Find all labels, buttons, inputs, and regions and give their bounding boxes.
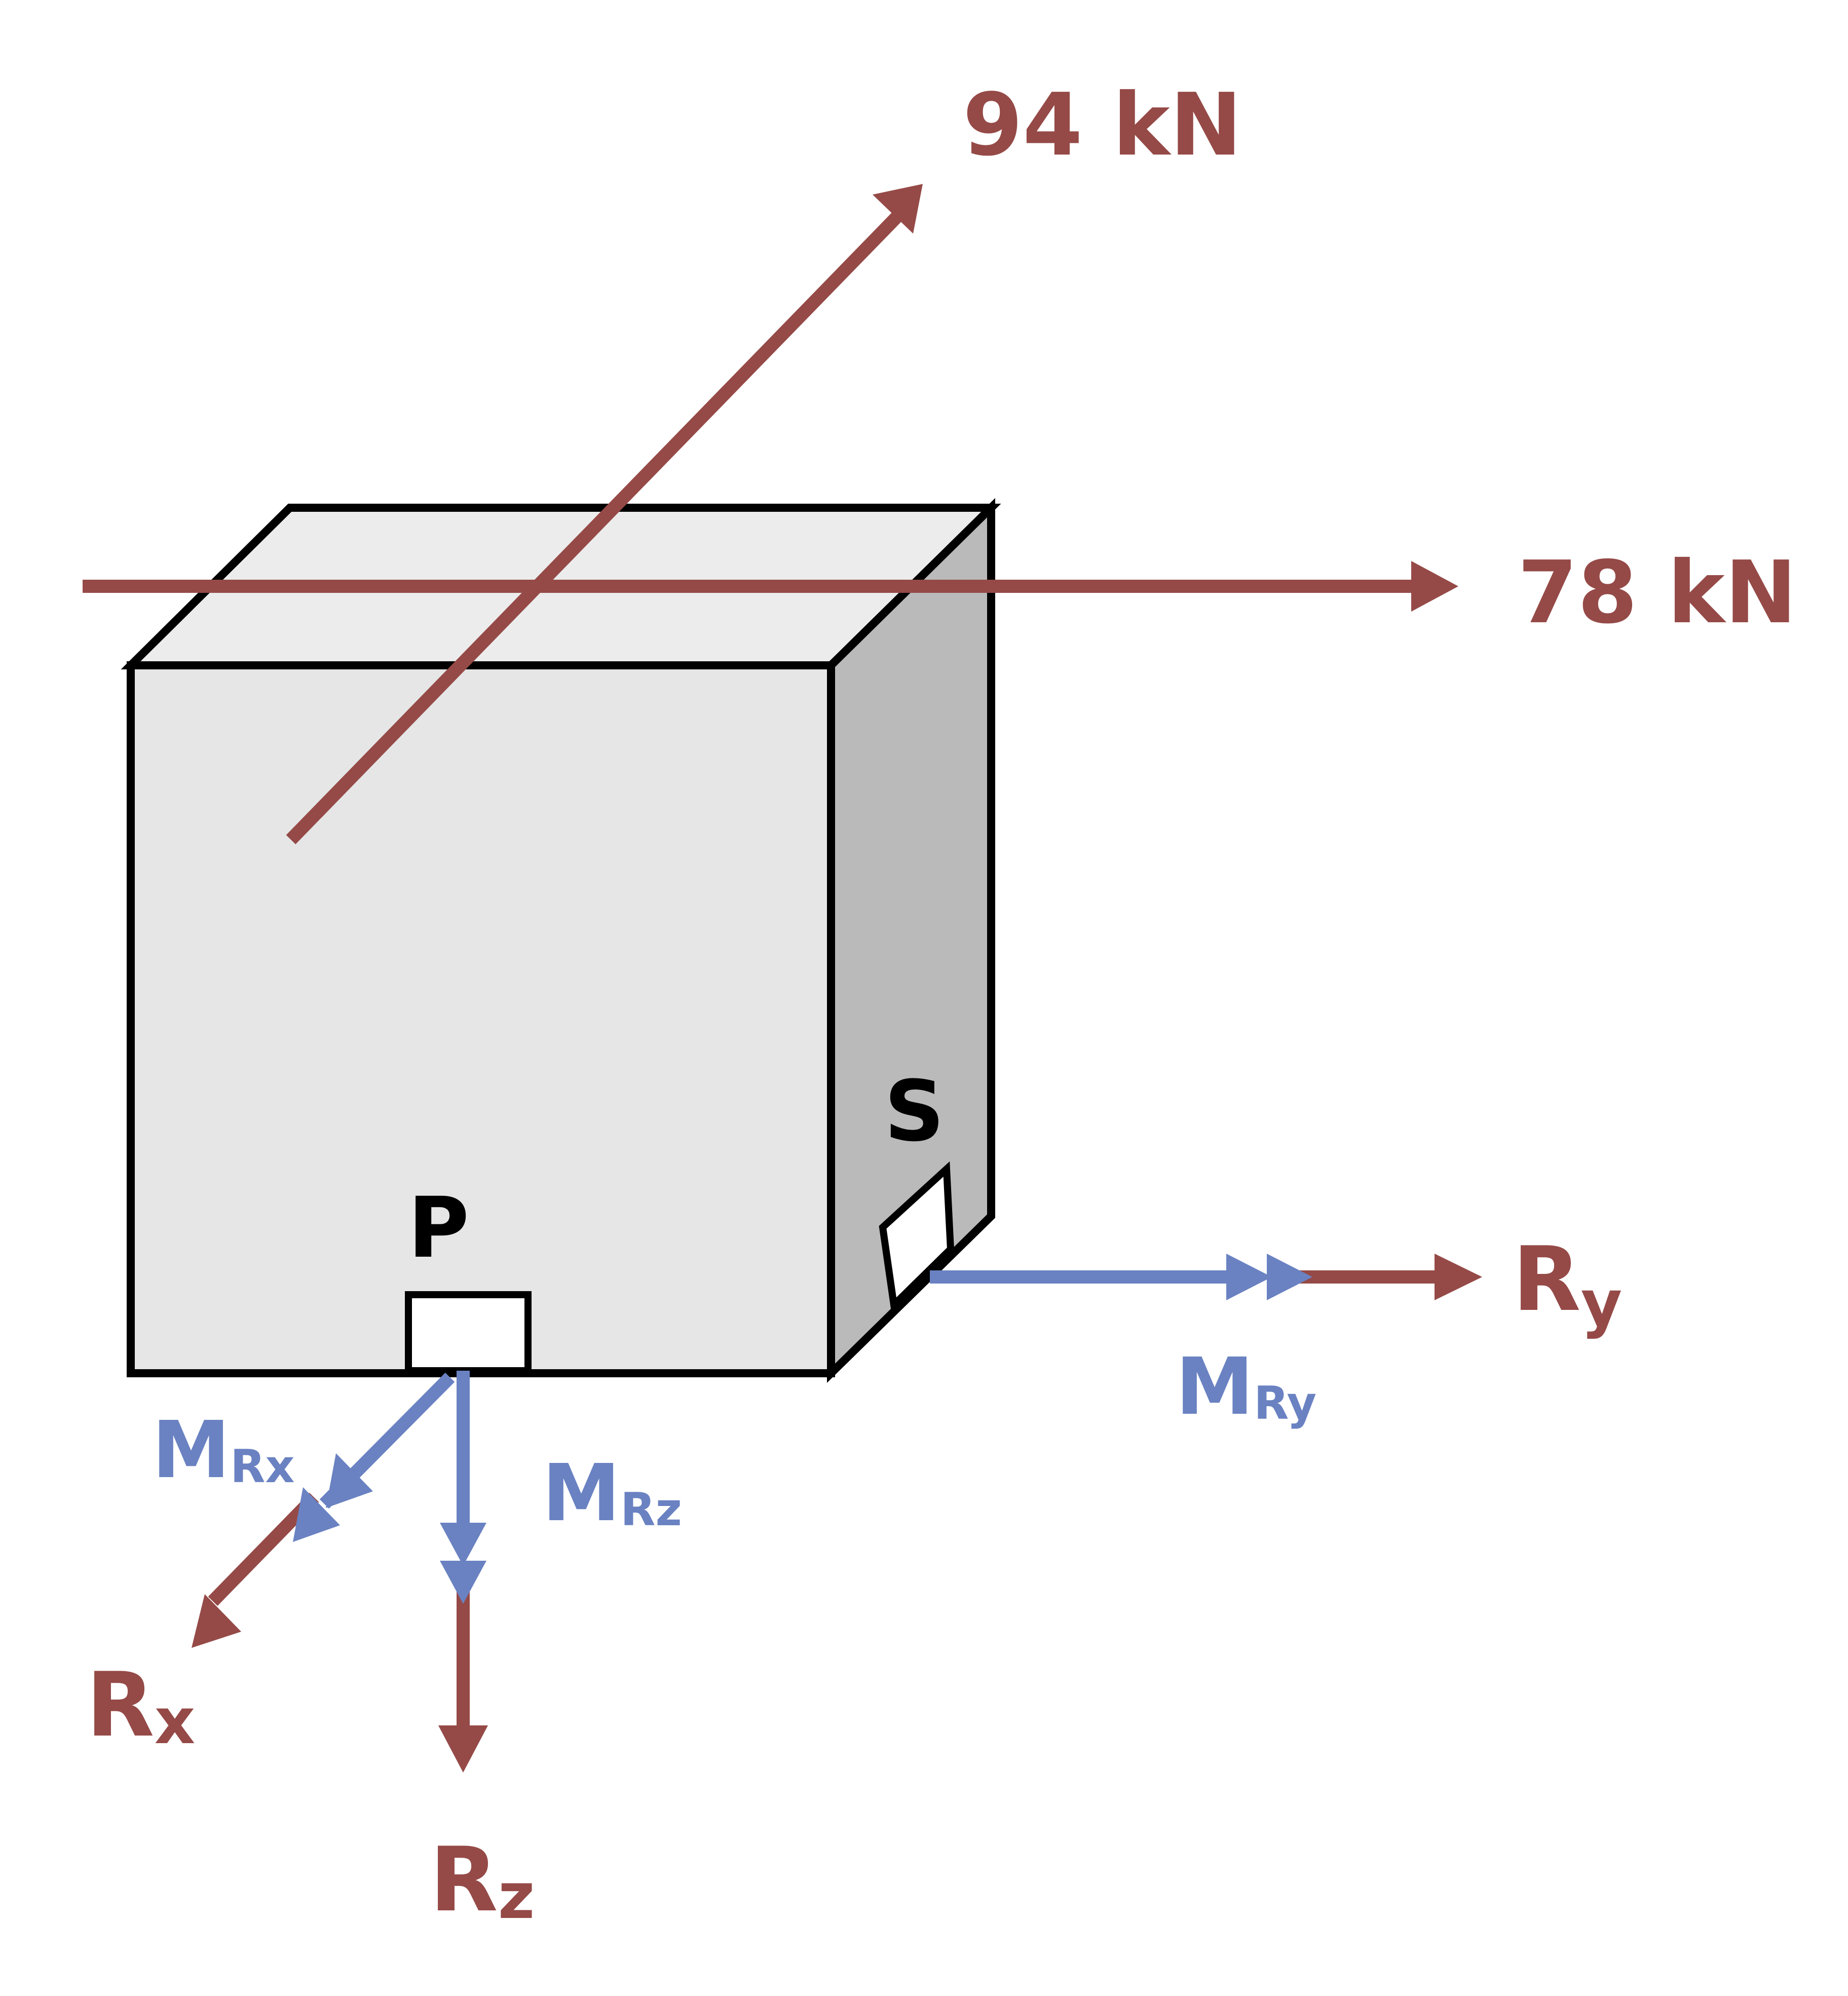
box-front-face [127,661,835,1377]
force-94kn-shaft [286,196,917,845]
reaction-rz-label-sub: z [498,1860,535,1933]
reaction-rx-label-main: R [86,1654,155,1757]
force-94kn-head [873,184,923,234]
moment-mry-head-2 [1267,1254,1312,1300]
moment-mrx-head-1 [326,1453,373,1508]
moment-mry-label-sub: Ry [1254,1377,1316,1430]
force-78kn-head [1411,561,1458,612]
moment-mry-head-1 [1226,1254,1272,1300]
moment-mrx-label-main: M [152,1404,230,1496]
moment-mry-label: MRy [1176,1341,1316,1433]
moment-mrz-label-main: M [542,1447,620,1539]
force-94kn-label: 94 kN [963,75,1242,175]
reaction-rz-label: Rz [430,1829,535,1933]
reaction-rx-head [192,1594,241,1648]
moment-mrx-head-2 [293,1487,340,1542]
reaction-ry-head [1435,1254,1482,1300]
force-78kn-arrow [83,561,1458,612]
reaction-rz-label-main: R [430,1829,498,1932]
moment-mry-arrow [930,1254,1312,1300]
moment-mrz-head-1 [440,1523,486,1566]
moment-mrx-label: MRx [152,1404,295,1496]
force-78kn-label: 78 kN [1518,543,1797,643]
support-s [879,1161,955,1312]
reaction-rx-shaft [208,1492,319,1606]
box [121,498,1001,1383]
reaction-ry-label-sub: y [1581,1267,1622,1340]
reaction-ry-label-main: R [1513,1228,1581,1331]
reaction-rz-arrow [438,1591,488,1773]
reaction-rx-arrow [192,1492,319,1648]
moment-mry-label-main: M [1176,1341,1254,1433]
moment-mrz-arrow [440,1371,486,1604]
reaction-rx-label: Rx [86,1654,195,1758]
moment-mrx-arrow [293,1372,455,1542]
reaction-rx-label-sub: x [155,1685,196,1758]
reaction-rz-head [438,1725,488,1773]
reaction-ry-label: Ry [1513,1228,1622,1340]
moment-mrz-label-sub: Rz [620,1483,682,1536]
force-94kn-arrow [286,184,923,845]
point-p-label: P [408,1179,469,1276]
point-s-label: S [884,1063,945,1160]
moment-mrz-label: MRz [542,1447,682,1539]
reaction-ry-arrow [1287,1254,1482,1300]
moment-mrz-head-2 [440,1561,486,1604]
support-p [405,1291,532,1374]
moment-mrx-label-sub: Rx [230,1440,294,1493]
